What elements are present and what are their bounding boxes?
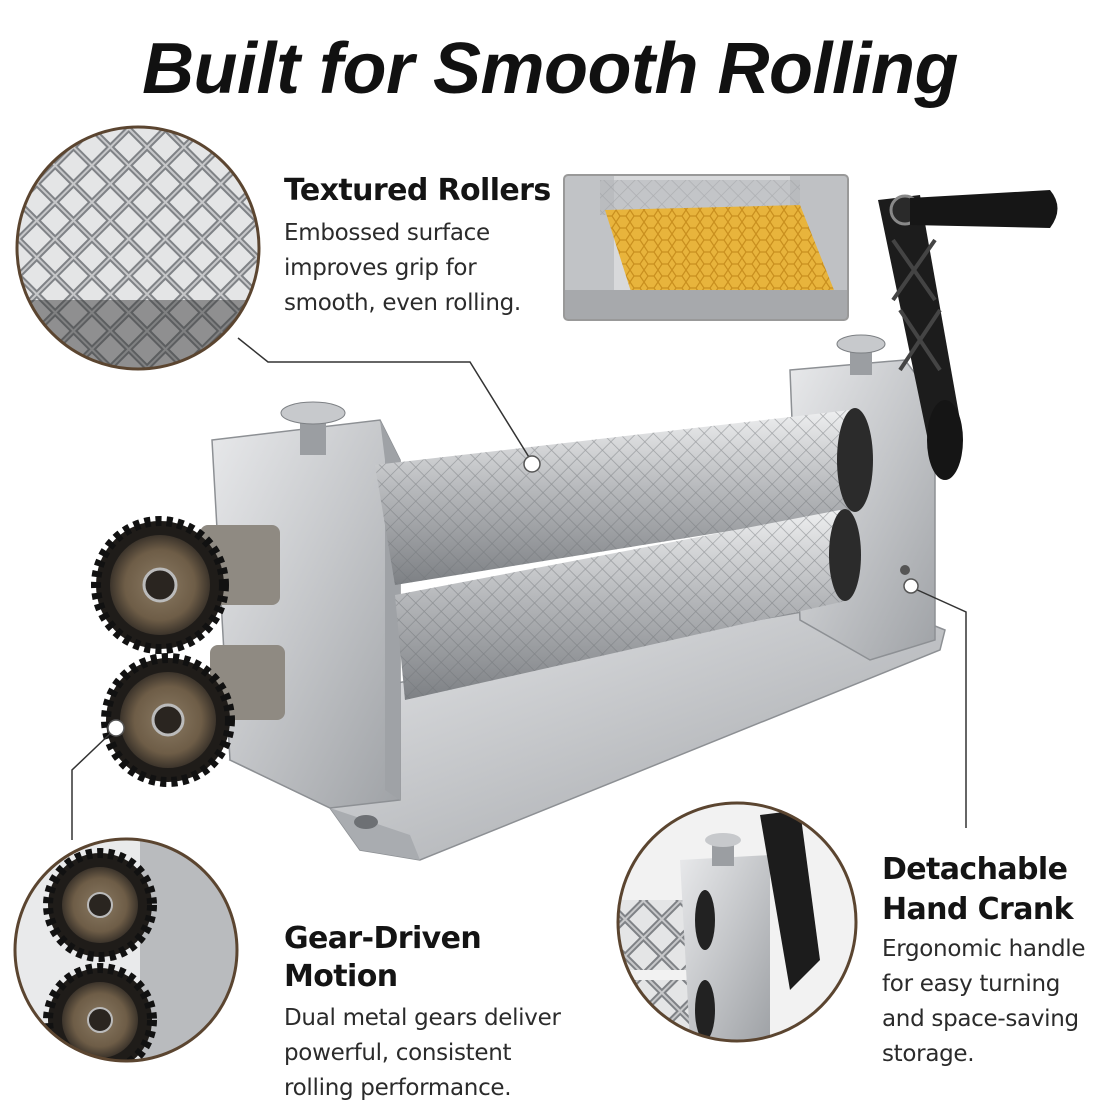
top-roller (375, 408, 873, 585)
feature-gear-driven-motion: Gear-Driven Motion Dual metal gears deli… (284, 920, 584, 1106)
crank-closeup (616, 801, 858, 1043)
hand-crank (878, 190, 1058, 480)
title-line: Detachable (882, 852, 1068, 887)
upper-gear (91, 516, 280, 654)
desc-line: rolling performance. (284, 1075, 512, 1101)
feature-description-detachable-hand-crank: Ergonomic handle for easy turning and sp… (882, 932, 1092, 1072)
desc-line: Dual metal gears deliver (284, 1005, 561, 1031)
feature-title-gear-driven-motion: Gear-Driven Motion (284, 921, 482, 994)
desc-line: Embossed surface (284, 219, 490, 246)
feature-title-detachable-hand-crank: Detachable Hand Crank (882, 850, 1092, 930)
bottom-roller (395, 509, 861, 700)
desc-line: improves grip for (284, 254, 477, 281)
headline: Built for Smooth Rolling (142, 29, 958, 109)
desc-line: for easy turning (882, 971, 1061, 997)
feature-textured-rollers: Textured Rollers Embossed surface improv… (284, 172, 574, 321)
feature-title-textured-rollers: Textured Rollers (284, 173, 551, 208)
roller-texture-closeup (15, 125, 261, 371)
rolling-machine (91, 190, 1058, 861)
feature-detachable-hand-crank: Detachable Hand Crank Ergonomic handle f… (882, 850, 1092, 1072)
wax-sheet-inset-photo (563, 174, 849, 321)
lower-gear (101, 645, 285, 787)
desc-line: powerful, consistent (284, 1040, 512, 1066)
feature-description-textured-rollers: Embossed surface improves grip for smoot… (284, 216, 574, 321)
desc-line: and space-saving (882, 1006, 1079, 1032)
desc-line: smooth, even rolling. (284, 289, 521, 316)
title-line: Hand Crank (882, 892, 1074, 927)
feature-description-gear-driven-motion: Dual metal gears deliver powerful, consi… (284, 1001, 584, 1106)
gear-closeup (13, 837, 239, 1063)
desc-line: Ergonomic handle (882, 936, 1086, 962)
callout-leaders (71, 337, 967, 840)
desc-line: storage. (882, 1041, 975, 1067)
